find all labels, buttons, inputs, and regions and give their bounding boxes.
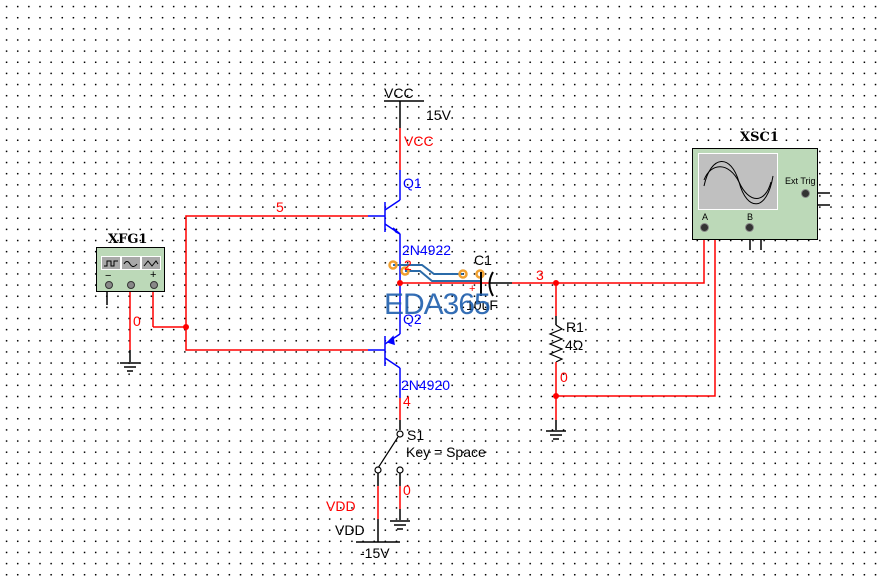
c1-capacitor[interactable] [480, 271, 512, 297]
q2-ref-label: Q2 [403, 311, 422, 327]
q1-ref-label: Q1 [403, 175, 422, 191]
wire-net-5[interactable] [185, 215, 368, 351]
square-wave-icon[interactable] [101, 256, 121, 270]
net-2-label: 2 [404, 257, 412, 273]
channel-a-label: A [702, 212, 709, 222]
sine-wave-icon[interactable] [121, 256, 141, 270]
xfg-plus-terminal[interactable] [150, 281, 158, 289]
wire-scope-a-minus[interactable] [556, 235, 716, 397]
triangle-wave-icon[interactable] [141, 256, 161, 270]
ext-trig-terminal[interactable] [801, 189, 810, 198]
ground-symbol-switch [390, 520, 410, 530]
vcc-net-label: VCC [404, 133, 434, 149]
vcc-voltage-label: 15V [426, 107, 451, 123]
s1-switch[interactable] [374, 430, 404, 474]
net-0-r1-label: 0 [560, 369, 568, 385]
r1-value-label: 4Ω [565, 337, 584, 353]
minus-terminal-label: − [105, 270, 112, 282]
q2-model-label: 2N4920 [401, 377, 451, 393]
q1-transistor[interactable] [368, 199, 401, 265]
s1-key-label: Key = Space [406, 444, 486, 460]
xfg-com-terminal[interactable] [127, 281, 135, 289]
net-4-label: 4 [403, 393, 411, 409]
net-5-label: 5 [276, 199, 284, 215]
xfg1-label: XFG1 [108, 232, 148, 247]
wire-scope-a[interactable] [556, 235, 705, 284]
c1-value-label: 10uF [466, 297, 498, 313]
channel-b-label: B [747, 212, 754, 222]
c1-polarity: + [469, 283, 476, 295]
channel-a-terminal[interactable] [700, 223, 709, 232]
r1-resistor[interactable] [548, 324, 564, 363]
function-generator-xfg1[interactable]: − + [96, 247, 165, 292]
vcc-symbol-label: VCC [384, 85, 414, 101]
q2-transistor[interactable] [368, 330, 401, 398]
s1-ref-label: S1 [407, 427, 425, 443]
xsc1-label: XSC1 [740, 130, 779, 145]
vdd-voltage-label: -15V [360, 545, 390, 561]
channel-b-terminal[interactable] [745, 223, 754, 232]
xfg-minus-terminal[interactable] [105, 281, 113, 289]
net-0-xfg-label: 0 [133, 313, 141, 329]
r1-ref-label: R1 [566, 319, 584, 335]
ext-trig-label: Ext Trig [785, 176, 816, 186]
scope-screen [698, 153, 778, 210]
q1-model-label: 2N4922 [402, 242, 452, 258]
plus-terminal-label: + [150, 269, 157, 281]
vdd-net-label: VDD [326, 498, 356, 514]
watermark: EDA365 [384, 288, 491, 321]
junction-dot [397, 280, 403, 286]
vdd-symbol-label: VDD [335, 522, 365, 538]
c1-ref-label: C1 [474, 252, 492, 268]
net-0-switch-label: 0 [403, 482, 411, 498]
ground-symbol-xfg [120, 362, 140, 372]
ground-symbol-r1 [546, 430, 566, 440]
oscilloscope-xsc1[interactable]: Ext Trig A B [692, 148, 818, 240]
net-3-label: 3 [536, 267, 544, 283]
